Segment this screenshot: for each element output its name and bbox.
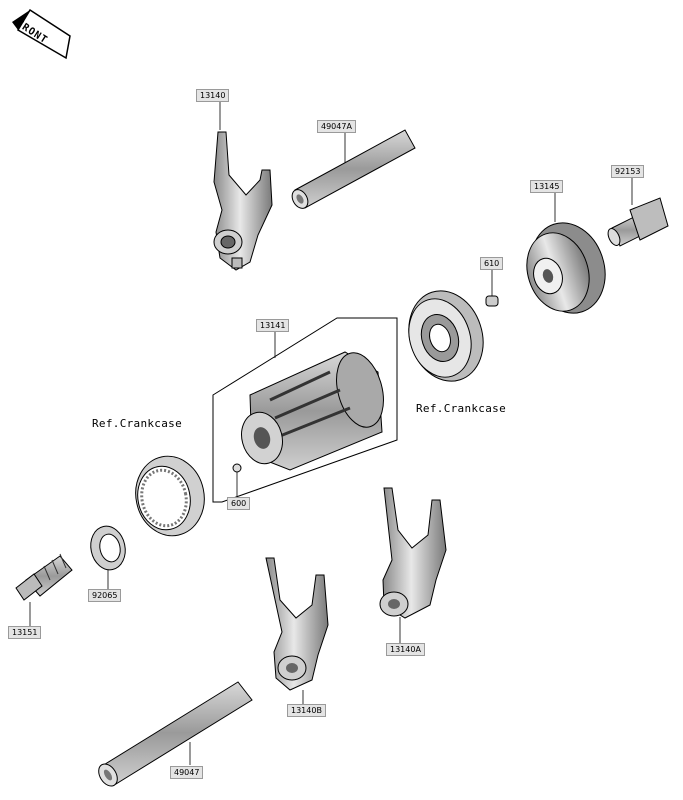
part-label-13145[interactable]: 13145 (530, 180, 564, 193)
part-label-13140A[interactable]: 13140A (386, 643, 425, 656)
shift-drum-13141-icon (241, 351, 384, 471)
shift-drum-group-outline (212, 317, 398, 503)
ref-crankcase-right-label: Ref.Crankcase (416, 402, 506, 415)
shift-drum-cam-13145-icon (526, 222, 606, 314)
part-label-13151[interactable]: 13151 (8, 626, 42, 639)
washer-92065-icon (90, 525, 126, 571)
part-label-13141[interactable]: 13141 (256, 319, 290, 332)
shift-fork-13140-icon (213, 131, 273, 271)
shift-fork-13140A-icon (379, 487, 447, 619)
front-arrow-icon (12, 8, 71, 60)
part-label-600[interactable]: 600 (227, 497, 251, 510)
ref-crankcase-left-label: Ref.Crankcase (92, 417, 182, 430)
part-label-49047A[interactable]: 49047A (317, 120, 356, 133)
bolt-92153-icon (607, 197, 669, 247)
bearing-right-icon (408, 290, 484, 382)
part-label-92153[interactable]: 92153 (611, 165, 645, 178)
shaft-49047A-icon (291, 129, 416, 209)
needle-bearing-left-icon (135, 455, 205, 537)
shaft-49047-icon (98, 681, 253, 787)
shift-drum-pin-13151-icon (15, 553, 73, 601)
part-label-13140[interactable]: 13140 (196, 89, 230, 102)
part-label-13140B[interactable]: 13140B (287, 704, 326, 717)
part-label-49047[interactable]: 49047 (170, 766, 204, 779)
shift-fork-13140B-icon (265, 557, 329, 691)
pin-610-icon (485, 295, 499, 307)
pin-600-icon (232, 463, 242, 473)
part-label-92065[interactable]: 92065 (88, 589, 122, 602)
part-label-610[interactable]: 610 (480, 257, 504, 270)
